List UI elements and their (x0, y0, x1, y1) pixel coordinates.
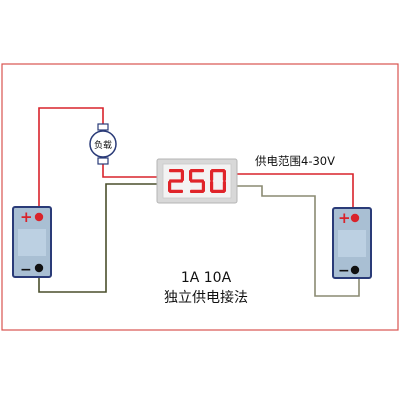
load-motor-body (89, 130, 117, 158)
display-digit-1-segment-e (168, 181, 172, 192)
wire-load-to-meter (102, 161, 157, 178)
wire-left-positive-to-load (38, 107, 104, 216)
battery-left: + − (12, 206, 52, 278)
diagram-frame (1, 63, 399, 331)
battery-left-minus-sign: − (20, 262, 32, 278)
battery-right-inner (338, 230, 366, 257)
wire-meter-to-right-positive (236, 173, 354, 214)
display-digit-3-segment-d (211, 189, 225, 193)
battery-left-positive-terminal (34, 212, 44, 222)
battery-right-plus-sign: + (338, 209, 351, 227)
display-digit-3-segment-f (210, 170, 214, 181)
voltmeter-display-digits (168, 169, 226, 193)
display-digit-2-segment-f (189, 170, 193, 181)
display-digit-1-segment-g (169, 179, 183, 183)
display-digit-2-segment-g (190, 179, 204, 183)
display-digit-2-segment-c (201, 181, 205, 192)
load-label: 负载 (94, 139, 112, 151)
display-digit-1-segment-d (169, 189, 183, 193)
wire-meter-to-right-negative (236, 185, 360, 297)
voltmeter: 250 (156, 158, 238, 204)
wires (38, 107, 360, 297)
battery-left-plus-sign: + (20, 208, 33, 226)
battery-left-inner (18, 229, 46, 256)
battery-right-minus-sign: − (338, 263, 350, 279)
load-motor: 负载 (89, 123, 117, 165)
display-digit-1-segment-a (169, 169, 183, 173)
caption-wiring-method: 独立供电接法 (164, 289, 248, 306)
display-digit-2-segment-a (190, 169, 204, 173)
battery-left-negative-terminal (34, 263, 44, 273)
supply-range-label: 供电范围4-30V (255, 154, 335, 168)
load-motor-shaft-top (97, 123, 109, 131)
display-digit-3-segment-b (222, 170, 226, 181)
display-digit-2-segment-d (190, 189, 204, 193)
caption-current-ratings: 1A 10A (181, 270, 232, 286)
display-digit-3-segment-c (222, 181, 226, 192)
display-digit-3-segment-a (211, 169, 225, 173)
display-digit-3-segment-e (210, 181, 214, 192)
load-motor-shaft-bottom (97, 157, 109, 165)
battery-right-negative-terminal (350, 265, 360, 275)
battery-right-positive-terminal (350, 213, 360, 223)
battery-right: + − (332, 207, 372, 279)
wire-left-negative-to-meter (38, 183, 157, 293)
display-digit-1-segment-b (180, 170, 184, 181)
